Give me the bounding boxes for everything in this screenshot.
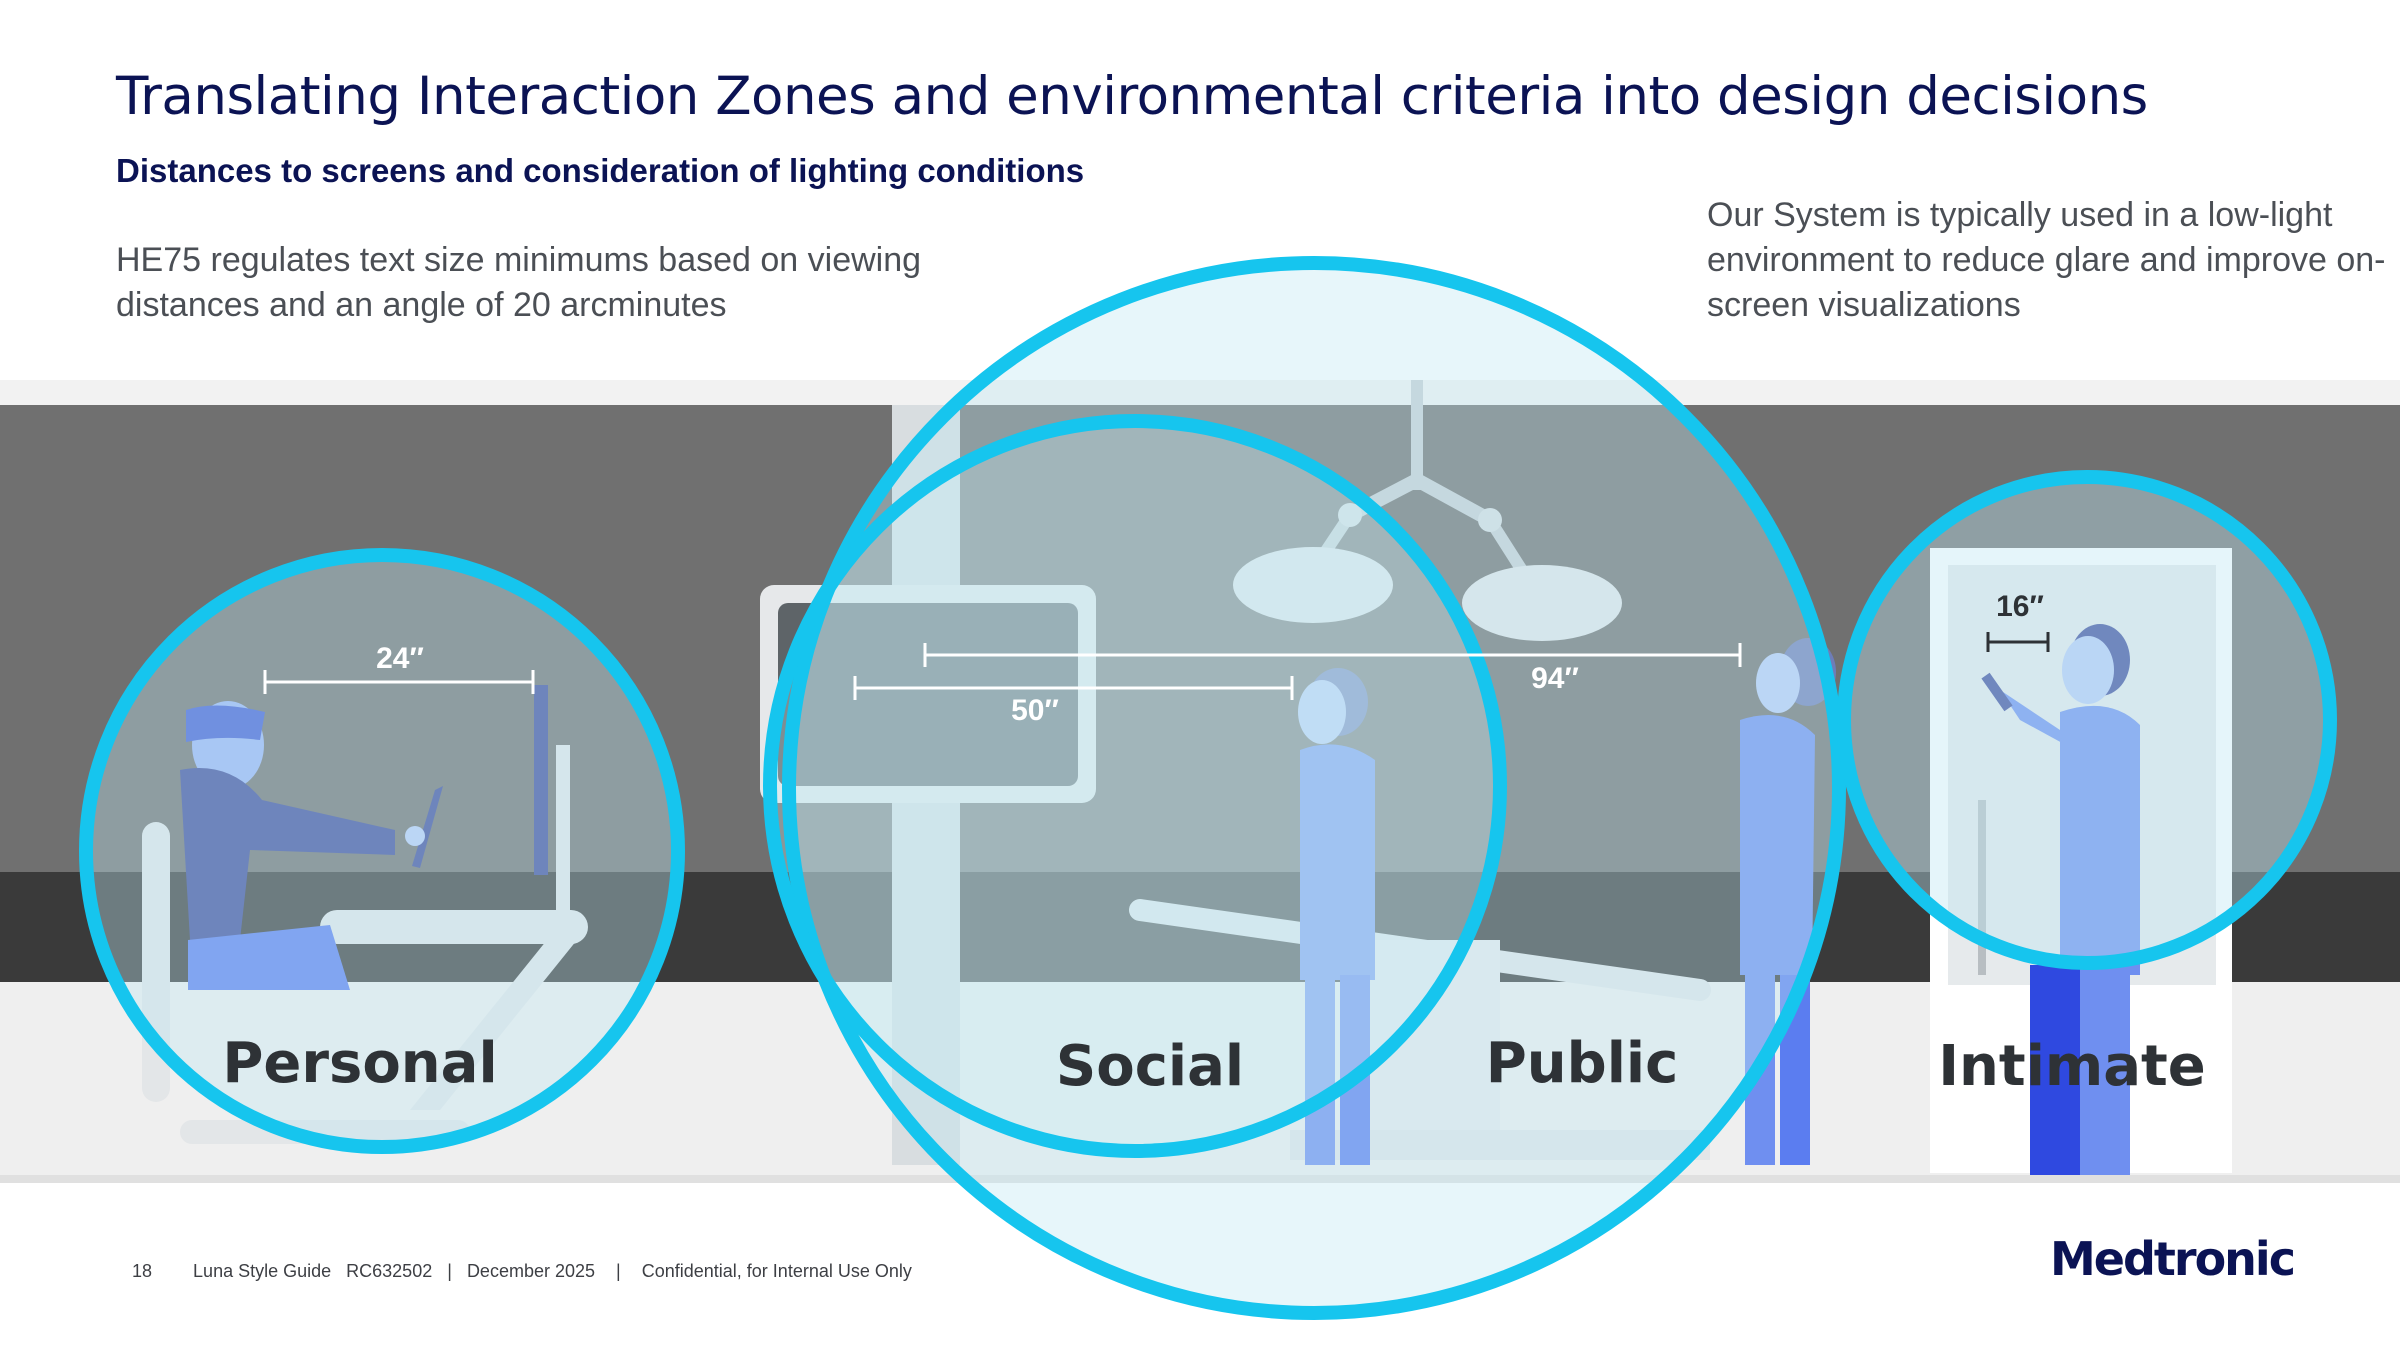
public-zone-ring <box>782 256 1846 1320</box>
workstation-desk <box>142 685 588 1144</box>
personal-zone-label: Personal <box>222 1031 497 1096</box>
social-zone-label: Social <box>1056 1034 1244 1099</box>
footer-separator: | <box>447 1261 452 1281</box>
intimate-zone-figure <box>1981 624 2140 1175</box>
social-distance-label: 50″ <box>1011 694 1059 727</box>
social-zone-ring <box>763 414 1507 1158</box>
he75-text: HE75 regulates text size minimums based … <box>116 241 922 324</box>
intimate-measurement <box>1986 632 2050 652</box>
slide-footer: 18 Luna Style Guide RC632502 | December … <box>132 1261 922 1282</box>
zone-overlays <box>86 263 2330 1313</box>
zone-rings <box>79 256 2337 1320</box>
personal-zone-ring <box>79 548 685 1154</box>
doc-name: Luna Style Guide <box>193 1261 332 1281</box>
page-number: 18 <box>132 1261 153 1281</box>
surgical-table <box>1129 899 1711 1160</box>
slide-subtitle: Distances to screens and consideration o… <box>116 152 1085 189</box>
personal-distance-label: 24″ <box>376 642 424 675</box>
surgical-lamp <box>1233 380 1622 641</box>
seated-user-figure <box>180 701 425 990</box>
wall-monitor <box>760 585 1096 803</box>
intimate-zone-label: Intimate <box>1938 1034 2206 1099</box>
footer-separator: | <box>616 1261 621 1281</box>
slide-title: Translating Interaction Zones and enviro… <box>116 66 2148 127</box>
doc-date: December 2025 <box>466 1261 596 1281</box>
measurement-lines <box>263 643 1742 700</box>
public-zone-label: Public <box>1486 1031 1679 1096</box>
public-distance-label: 94″ <box>1531 662 1579 695</box>
intimate-distance-label: 16″ <box>1996 590 2044 623</box>
medtronic-logo: Medtronic <box>2050 1232 2296 1286</box>
social-zone-figure <box>1298 668 1375 1165</box>
doc-id: RC632502 <box>346 1261 433 1281</box>
lighting-text: Our System is typically used in a low-li… <box>1707 196 2386 324</box>
intimate-zone-ring <box>1837 470 2337 970</box>
confidentiality-note: Confidential, for Internal Use Only <box>641 1261 912 1281</box>
